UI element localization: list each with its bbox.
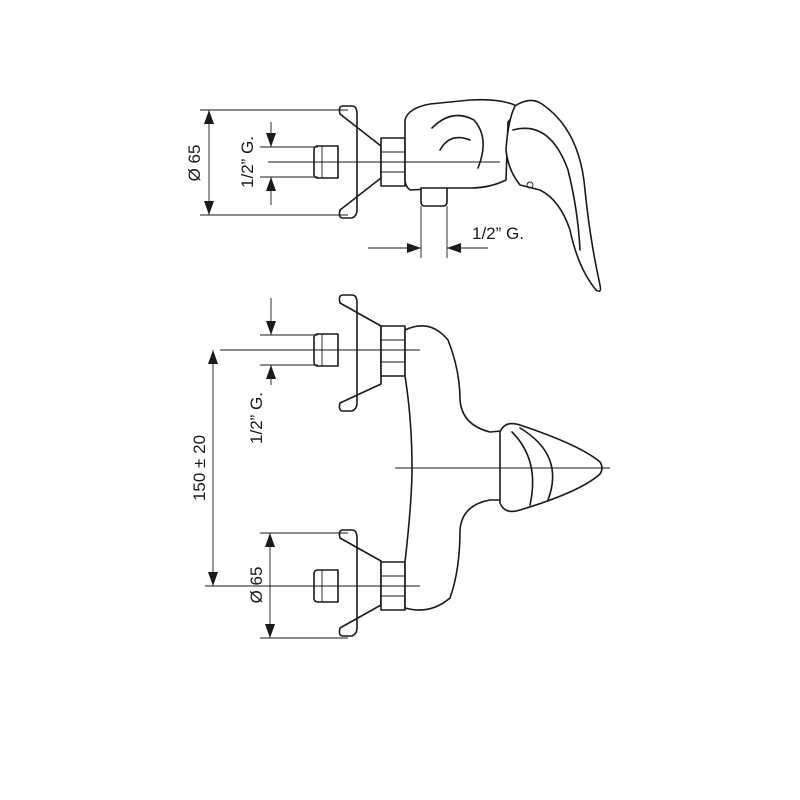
top-lever-handle: [505, 99, 602, 292]
top-inlet-thread-label: 1/2” G.: [238, 136, 257, 188]
top-outlet-thread-label: 1/2” G.: [472, 224, 524, 243]
front-diameter-label: Ø 65: [247, 567, 266, 604]
front-view: 1/2” G. 150 ± 20 Ø 65: [190, 294, 610, 639]
top-diameter-label: Ø 65: [185, 145, 204, 182]
front-upper-nut: [380, 325, 406, 377]
front-centre-distance-label: 150 ± 20: [190, 435, 209, 501]
top-mixer-body: [404, 98, 521, 191]
front-lower-flange: [338, 529, 382, 637]
front-inlet-thread-label: 1/2” G.: [247, 392, 266, 444]
top-view: Ø 65 1/2” G. 1/2” G.: [185, 98, 602, 292]
top-outlet-stub: [420, 187, 448, 207]
front-upper-flange: [338, 294, 382, 412]
